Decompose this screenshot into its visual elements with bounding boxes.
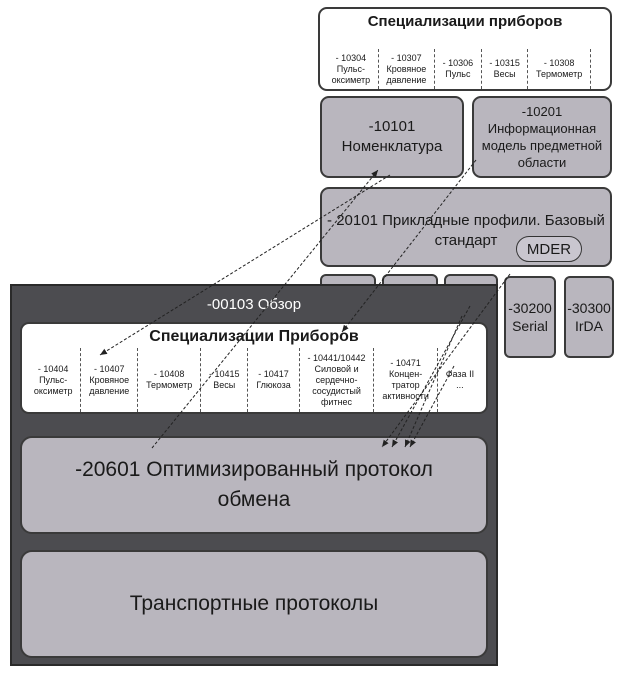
- irda-box: -30300 IrDA: [564, 276, 614, 358]
- top-specializations-title: Специализации приборов: [367, 13, 563, 30]
- nomenclature-box: -10101 Номенклатура: [320, 96, 464, 178]
- arrow-protocol-4: [409, 365, 455, 448]
- top-spec-cell-code: - 10315: [489, 58, 520, 68]
- top-spec-cell-code: - 10308: [543, 58, 575, 68]
- optimized-protocol-box: -20601 Оптимизированный протокол обмена: [20, 436, 488, 534]
- top-spec-cell-name: Весы: [493, 69, 516, 79]
- top-spec-cell-name: Пульс: [445, 69, 471, 79]
- inner-specializations-title: Специализации Приборов: [149, 328, 359, 345]
- inner-spec-cell-code: - 10471: [390, 358, 421, 368]
- top-spec-cell-code: - 10306: [442, 58, 474, 68]
- top-spec-cell-name: Кровяное давление: [386, 63, 427, 85]
- inner-spec-cell-code: - 10415: [209, 369, 240, 379]
- inner-spec-cell-name: Силовой и сердечно- сосудистый фитнес: [312, 363, 361, 407]
- inner-spec-cell-code: - 10441/10442: [307, 352, 366, 363]
- inner-spec-cell-name: Пульс- оксиметр: [33, 374, 73, 396]
- overview-title: -00103 Обзор: [206, 296, 302, 313]
- top-spec-cell-code: - 10307: [391, 52, 422, 63]
- inner-spec-cell-name: Весы: [213, 380, 236, 390]
- arrow-from-info-model: [341, 159, 477, 333]
- arrow-protocol-2: [391, 305, 471, 448]
- inner-spec-cell-code: - 10407: [94, 363, 125, 374]
- inner-spec-cell-name: Фаза II ...: [445, 369, 475, 390]
- arrow-nomenclature-to-bp: [99, 174, 391, 356]
- inner-spec-cell-code: - 10408: [153, 369, 185, 379]
- inner-spec-cell-name: Кровяное давление: [89, 374, 130, 396]
- inner-spec-cell-code: - 10404: [37, 363, 69, 374]
- top-spec-cell-name: Термометр: [536, 69, 583, 79]
- transport-protocols-box: Транспортные протоколы: [20, 550, 488, 658]
- inner-spec-cell-name: Глюкоза: [256, 380, 291, 390]
- top-spec-cell: [589, 49, 606, 89]
- top-spec-cell-code: - 10304: [335, 52, 367, 63]
- mder-label: MDER: [516, 236, 582, 262]
- inner-spec-cell-name: Термометр: [146, 380, 193, 390]
- inner-spec-cell-name: Концен- тратор активности: [382, 369, 429, 401]
- top-spec-cell-name: Пульс- оксиметр: [331, 63, 371, 85]
- arrow-protocol-3: [404, 315, 463, 448]
- arrow-to-nomenclature: [151, 169, 379, 449]
- inner-spec-cell: Фаза II ...: [436, 348, 482, 412]
- inner-spec-cell-code: - 10417: [258, 369, 289, 379]
- overview-panel: -00103 Обзор Специализации Приборов - 10…: [10, 284, 498, 666]
- serial-box: -30200 Serial: [504, 276, 556, 358]
- info-model-box: -10201 Информационная модель предметной …: [472, 96, 612, 178]
- arrow-protocol-1: [381, 273, 511, 448]
